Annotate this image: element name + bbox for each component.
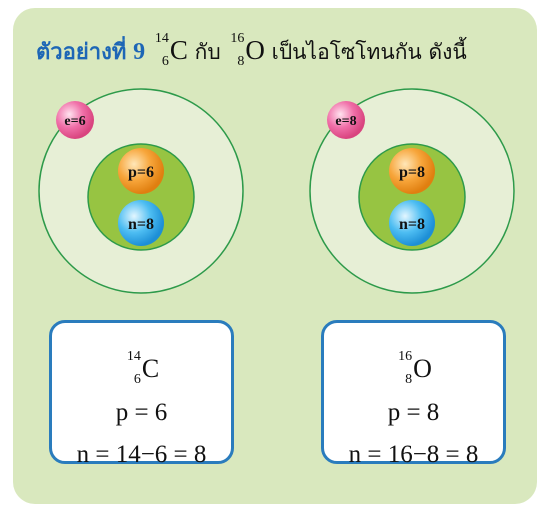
electron-label: e=8: [335, 114, 356, 129]
proton-label: p=8: [399, 164, 425, 181]
electron-ball: [327, 101, 365, 139]
nucleus: [358, 143, 466, 251]
atom-carbon: p=6 n=8 e=6: [38, 88, 244, 294]
electron-label: e=6: [64, 114, 85, 129]
proton-label: p=6: [128, 164, 154, 181]
example-label: ตัวอย่างที่: [36, 40, 127, 65]
neutron-ball: [389, 200, 435, 246]
statement-text: เป็นไอโซโทนกัน ดังนี้: [271, 40, 467, 64]
neutron-calc-line: n = 16−8 = 8: [348, 441, 479, 468]
neutron-calc-line: n = 14−6 = 8: [76, 441, 207, 468]
proton-ball: [118, 148, 164, 194]
example-number: 9: [133, 39, 146, 65]
atom-oxygen: p=8 n=8 e=8: [309, 88, 515, 294]
electron-ball: [56, 101, 94, 139]
proton-count-line: p = 6: [115, 399, 168, 426]
neutron-label: n=8: [399, 216, 425, 233]
proton-ball: [389, 148, 435, 194]
neutron-label: n=8: [128, 216, 154, 233]
nucleus: [87, 143, 195, 251]
proton-count-line: p = 8: [387, 399, 440, 426]
connector-text: กับ: [194, 40, 221, 64]
neutron-ball: [118, 200, 164, 246]
